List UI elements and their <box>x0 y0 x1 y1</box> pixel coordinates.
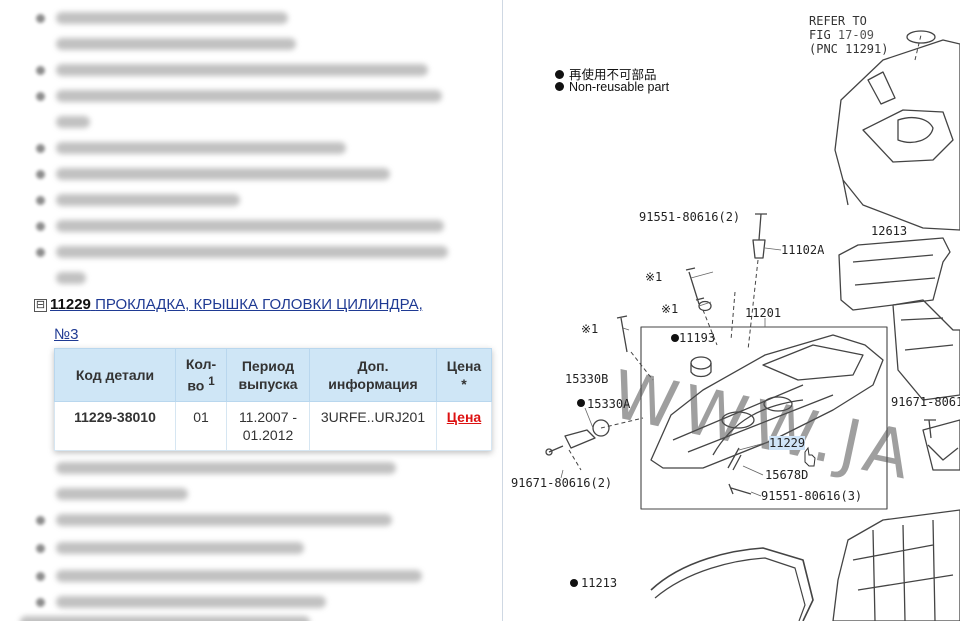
part-title[interactable]: ПРОКЛАДКА, КРЫШКА ГОЛОВКИ ЦИЛИНДРА, <box>95 296 423 313</box>
part-title-continuation[interactable]: №3 <box>54 326 78 343</box>
blurred-list-item[interactable] <box>56 488 188 500</box>
hand-cursor-icon <box>804 446 816 467</box>
list-bullet <box>36 92 45 101</box>
blurred-list-item[interactable] <box>56 194 240 206</box>
cell-qty: 01 <box>175 400 227 451</box>
part-15330A-shape <box>564 429 596 449</box>
label-11193[interactable]: 11193 <box>679 331 716 345</box>
blurred-list-item[interactable] <box>56 246 448 258</box>
legend-en: Non-reusable part <box>555 80 669 94</box>
label-91551-80616-2[interactable]: 91551-80616(2) <box>639 210 741 224</box>
blurred-list-item[interactable] <box>56 596 326 608</box>
label-11201[interactable]: 11201 <box>745 306 782 320</box>
blurred-list-item[interactable] <box>56 116 90 128</box>
col-header-info: Доп. информация <box>309 348 437 402</box>
list-bullet <box>36 196 45 205</box>
label-15330B[interactable]: 15330B <box>565 372 609 386</box>
label-11229[interactable]: 11229 <box>769 436 806 450</box>
parts-table: Код детали Кол-во 1 Период выпуска Доп. … <box>54 348 492 451</box>
blurred-list-item[interactable] <box>56 570 422 582</box>
label-91671-8061[interactable]: 91671-8061 <box>891 395 960 409</box>
refer-to-line2: FIG 17-09 <box>809 28 874 42</box>
col-header-qty-label: Кол-во <box>185 356 217 394</box>
legend-jp: 再使用不可部品 <box>555 64 657 83</box>
part-12613-shape <box>838 237 951 311</box>
blurred-list-item[interactable] <box>56 220 444 232</box>
refer-to-line3: (PNC 11291) <box>809 42 889 56</box>
legend-dot-icon <box>555 70 564 79</box>
list-bullet <box>36 144 45 153</box>
cell-period: 11.2007 - 01.2012 <box>226 400 310 451</box>
label-12613[interactable]: 12613 <box>871 224 908 238</box>
table-header-row: Код детали Кол-во 1 Период выпуска Доп. … <box>54 348 492 402</box>
list-bullet <box>36 14 45 23</box>
col-header-qty: Кол-во 1 <box>175 348 227 402</box>
label-star1-c: ※1 <box>581 322 599 336</box>
list-bullet <box>36 170 45 179</box>
part-title-suffix[interactable]: №3 <box>54 326 79 343</box>
blurred-list-item[interactable] <box>56 272 86 284</box>
list-bullet <box>36 516 45 525</box>
list-bullet <box>36 222 45 231</box>
blurred-list-item[interactable] <box>56 64 428 76</box>
assembly-frame <box>640 326 888 510</box>
qty-footnote: 1 <box>208 375 215 388</box>
blurred-list-item[interactable] <box>56 542 304 554</box>
label-15330A[interactable]: 15330A <box>587 397 631 411</box>
col-header-code: Код детали <box>54 348 176 402</box>
blurred-list-item[interactable] <box>56 462 396 474</box>
price-link[interactable]: Цена <box>446 408 482 425</box>
label-star1-a: ※1 <box>645 270 663 284</box>
part-11213-shape <box>650 547 814 621</box>
list-bullet <box>36 544 45 553</box>
cell-price: Цена <box>436 400 492 451</box>
pane-divider[interactable] <box>502 0 503 621</box>
blurred-list-item[interactable] <box>56 90 442 102</box>
collapse-toggle-icon[interactable]: ⊟ <box>34 299 47 312</box>
label-11102A[interactable]: 11102A <box>781 243 825 257</box>
blurred-list-item[interactable] <box>56 168 390 180</box>
legend-en-text: Non-reusable part <box>569 80 670 94</box>
refer-prefix: FIG <box>809 28 838 42</box>
cell-info: 3URFE..URJ201 <box>309 400 437 451</box>
cell-code: 11229-38010 <box>54 400 176 451</box>
label-11213[interactable]: 11213 <box>581 576 618 590</box>
part-link[interactable]: 11229 ПРОКЛАДКА, КРЫШКА ГОЛОВКИ ЦИЛИНДРА… <box>50 296 423 313</box>
tree-item-11229[interactable]: ⊟11229 ПРОКЛАДКА, КРЫШКА ГОЛОВКИ ЦИЛИНДР… <box>34 296 423 313</box>
table-row: 11229-38010 01 11.2007 - 01.2012 3URFE..… <box>54 400 492 451</box>
refer-to-line1: REFER TO <box>809 14 867 28</box>
blurred-list-item[interactable] <box>56 142 346 154</box>
list-bullet <box>36 248 45 257</box>
legend-dot-icon <box>555 82 564 91</box>
legend-jp-text: 再使用不可部品 <box>569 68 657 82</box>
refer-fig-link[interactable]: 17-09 <box>837 28 875 42</box>
parts-list-panel: ⊟11229 ПРОКЛАДКА, КРЫШКА ГОЛОВКИ ЦИЛИНДР… <box>20 12 492 621</box>
label-91551-80616-3[interactable]: 91551-80616(3) <box>761 489 863 503</box>
blurred-list-item[interactable] <box>20 616 310 621</box>
label-91671-80616-2[interactable]: 91671-80616(2) <box>511 476 613 490</box>
label-star1-b: ※1 <box>661 302 679 316</box>
list-bullet <box>36 66 45 75</box>
label-15678D[interactable]: 15678D <box>765 468 809 482</box>
part-11201-shape <box>650 334 884 469</box>
non-reusable-markers <box>570 334 679 587</box>
blurred-list-item[interactable] <box>56 38 296 50</box>
col-header-period: Период выпуска <box>226 348 310 402</box>
engine-cover-shape <box>834 39 960 231</box>
part-number[interactable]: 11229 <box>50 296 91 313</box>
list-bullet <box>36 572 45 581</box>
blurred-list-item[interactable] <box>56 514 392 526</box>
part-11193-shape <box>690 356 712 370</box>
diagram-drawing <box>545 30 960 621</box>
col-header-price: Цена * <box>436 348 492 402</box>
parts-diagram: WWW.JA REFER TO FIG 17-09 (PNC 11291) 再使… <box>503 0 960 621</box>
blurred-list-item[interactable] <box>56 12 288 24</box>
list-bullet <box>36 598 45 607</box>
